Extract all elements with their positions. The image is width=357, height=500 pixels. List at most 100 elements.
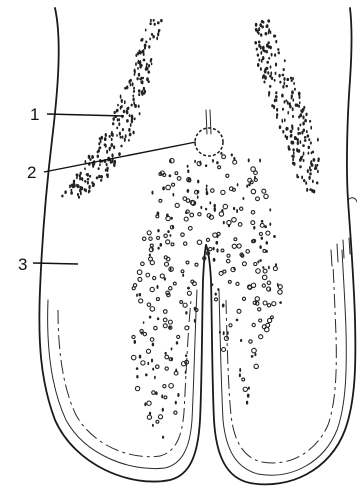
stipple-dot (77, 193, 79, 196)
papilla-mark (164, 396, 167, 399)
outer-outline-left (39, 8, 206, 482)
stipple-dot (157, 229, 159, 232)
papilla-mark (186, 210, 189, 213)
papilla-mark (256, 269, 261, 274)
stipple-dot (143, 87, 145, 91)
papilla-mark (228, 280, 231, 283)
papilla-mark (163, 318, 167, 322)
papilla-mark (169, 287, 172, 290)
stipple-dot (162, 186, 165, 190)
inner-line-left-1 (48, 290, 197, 469)
papilla-mark (242, 378, 245, 381)
papilla-mark (172, 183, 175, 186)
papilla-mark (206, 238, 209, 241)
stipple-dot (152, 368, 154, 371)
papilla-mark (260, 223, 264, 227)
stipple-dot (144, 402, 146, 406)
stipple-dot (147, 362, 149, 365)
papilla-mark (158, 415, 162, 419)
stipple-dot (317, 159, 319, 162)
papilla-mark (181, 233, 185, 237)
stipple-dot (303, 152, 305, 156)
stipple-dot (151, 359, 153, 363)
stipple-dot (303, 179, 305, 182)
stipple-dot (64, 190, 67, 194)
stipple-dot (112, 155, 114, 158)
stipple-dot (215, 241, 218, 245)
papilla-mark (221, 190, 225, 194)
papilla-mark (173, 282, 176, 285)
stipple-dot (118, 152, 121, 156)
stipple-dot (139, 78, 142, 81)
stipple-dot (268, 94, 270, 97)
stipple-dot (112, 117, 114, 121)
stipple-dot (281, 119, 283, 123)
stipple-dot (248, 386, 250, 389)
stipple-dot (105, 133, 107, 137)
stipple-dot (116, 109, 118, 113)
stipple-dot (96, 176, 99, 179)
papilla-mark (242, 297, 245, 300)
stipple-dot (111, 138, 113, 141)
papilla-mark (150, 287, 154, 291)
stipple-dot (139, 49, 141, 53)
stipple-dot (131, 119, 133, 123)
stipple-dot (275, 91, 277, 94)
stipple-dot (145, 28, 147, 31)
papilla-mark (150, 338, 154, 342)
stipple-dot (294, 88, 296, 91)
stipple-dot (256, 48, 258, 51)
stipple-dot (316, 181, 318, 184)
papilla-mark (232, 188, 235, 191)
stipple-dot (158, 30, 160, 33)
papilla-mark (131, 355, 136, 360)
stipple-dot (105, 144, 107, 148)
inner-line-right-2 (226, 265, 336, 463)
central-pore (195, 110, 223, 156)
papilla-mark (195, 263, 198, 266)
papilla-mark (254, 178, 257, 181)
stipple-dot (160, 243, 163, 247)
stipple-dot (274, 79, 276, 82)
stipple-dot (286, 127, 288, 131)
stipple-dot (268, 30, 270, 34)
papilla-mark (229, 324, 232, 327)
stipple-dot (237, 183, 239, 186)
stipple-dot (302, 144, 305, 147)
stipple-dot (269, 208, 271, 211)
stipple-dot (149, 316, 152, 319)
stipple-dot (157, 21, 160, 24)
papilla-mark (198, 213, 201, 216)
papilla-mark (135, 386, 139, 390)
stipple-dot (309, 172, 312, 175)
papilla-mark (174, 411, 177, 414)
stipple-dot (271, 104, 273, 107)
stipple-dot (269, 85, 271, 88)
papilla-mark (258, 308, 261, 311)
label-3-text: 3 (18, 255, 27, 274)
stipple-dot (299, 132, 301, 135)
stipple-dot (295, 136, 297, 139)
stipple-dot (239, 368, 241, 372)
papilla-mark (253, 301, 256, 304)
stipple-dot (310, 161, 312, 165)
stipple-dot (299, 95, 301, 99)
papilla-mark (250, 181, 253, 184)
stipple-dot (82, 177, 84, 181)
stipple-dot (91, 155, 94, 159)
stipple-dot (264, 225, 267, 228)
stipple-dot (304, 136, 307, 139)
stipple-dot (124, 138, 126, 142)
papilla-mark (256, 197, 260, 201)
stipple-dot (147, 67, 149, 71)
stipple-dot (70, 189, 72, 192)
papilla-mark (132, 287, 135, 290)
stipple-dot (293, 152, 295, 155)
stipple-dot (161, 394, 163, 398)
papilla-mark (236, 282, 239, 285)
stipple-dot (185, 354, 187, 357)
stipple-dot (215, 293, 217, 296)
stipple-dot (292, 141, 295, 145)
stipple-dot (149, 22, 151, 25)
stipple-dot (135, 62, 137, 66)
